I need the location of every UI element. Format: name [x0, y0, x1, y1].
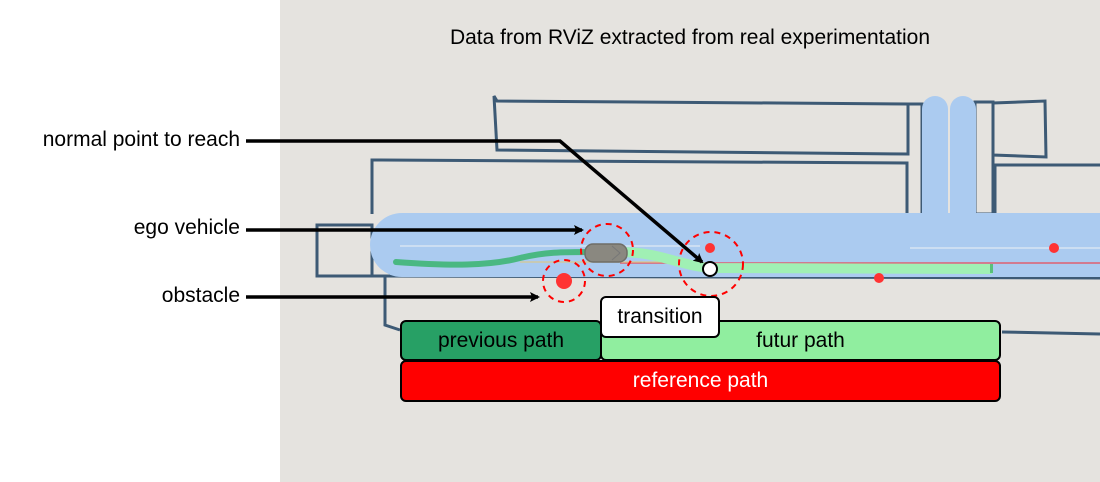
previous-path-line [393, 249, 598, 268]
ego-vehicle [584, 243, 628, 263]
legend-futur-path: futur path [600, 320, 1001, 361]
obstacle-point-2 [874, 273, 884, 283]
legend-transition: transition [600, 296, 720, 338]
wall-lower-left [383, 276, 401, 332]
legend-reference-path: reference path [400, 360, 1001, 402]
wall-right-small-box [991, 99, 1048, 159]
wall-right-lower [1001, 330, 1100, 336]
wall-middle-building [370, 158, 909, 216]
normal-point-safety-circle [678, 231, 744, 297]
obstacle-point-3 [1049, 243, 1059, 253]
normal-point-marker [702, 261, 718, 277]
annotation-normal-point: normal point to reach [42, 128, 240, 151]
obstacle-main [556, 273, 572, 289]
wall-left-block [315, 223, 374, 278]
drivable-branch-left [922, 96, 948, 226]
obstacle-point-1 [705, 243, 715, 253]
legend-previous-path: previous path [400, 320, 602, 361]
arrow-normal-point [246, 139, 704, 264]
figure-title: Data from RViZ extracted from real exper… [449, 26, 931, 49]
wall-right-lower-building [993, 163, 1100, 214]
ego-vehicle-windshield [611, 245, 621, 261]
drivable-branch-right [950, 96, 976, 226]
annotation-ego-vehicle: ego vehicle [133, 216, 240, 239]
ego-vehicle-body [584, 243, 628, 263]
annotation-obstacle: obstacle [161, 284, 240, 307]
obstacle-safety-circle [542, 259, 586, 303]
ego-safety-circle [580, 223, 634, 277]
futur-path-end-marker [990, 264, 993, 273]
